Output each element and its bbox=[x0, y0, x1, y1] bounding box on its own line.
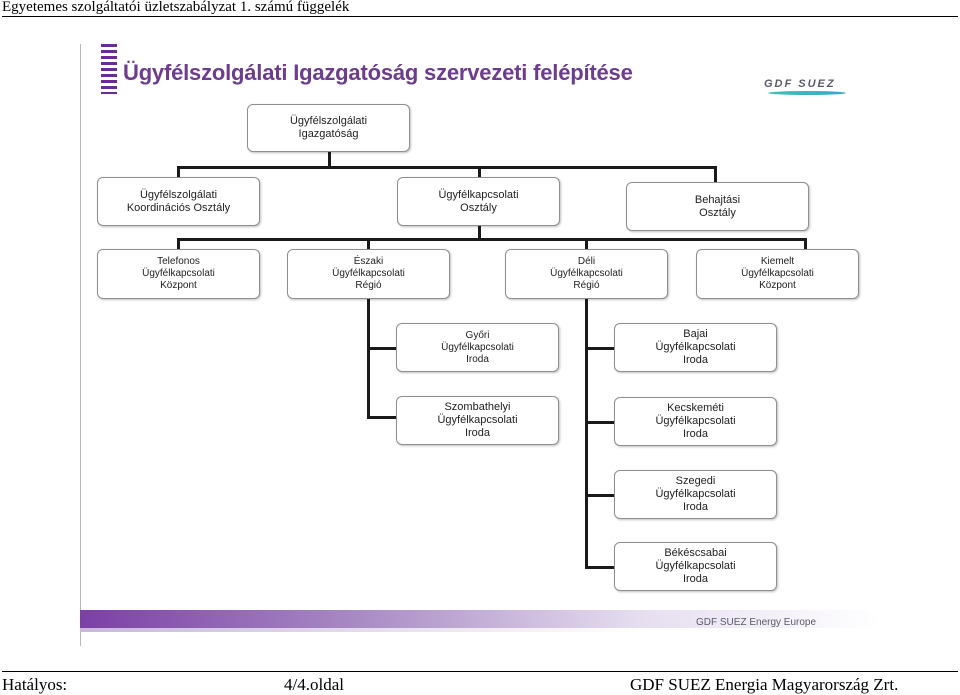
connector-south-vertical bbox=[585, 299, 588, 569]
connector-baja bbox=[585, 347, 615, 350]
org-box-root: Ügyfélszolgálati Igazgatóság bbox=[247, 104, 410, 152]
gdf-suez-logo: GDF SUEZ bbox=[758, 72, 868, 100]
logo-swoosh-icon bbox=[768, 91, 846, 95]
document-header-title: Egyetemes szolgáltatói üzletszabályzat 1… bbox=[2, 0, 350, 15]
org-box-contact-dept-label: Ügyfélkapcsolati Osztály bbox=[438, 188, 519, 214]
footer-valid-label: Hatályos: bbox=[2, 675, 68, 694]
org-box-gyor-label: Győri Ügyfélkapcsolati Iroda bbox=[441, 329, 514, 365]
org-box-gyor: Győri Ügyfélkapcsolati Iroda bbox=[396, 323, 559, 372]
org-box-coordination: Ügyfélszolgálati Koordinációs Osztály bbox=[97, 177, 260, 226]
org-box-bekescsaba: Békéscsabai Ügyfélkapcsolati Iroda bbox=[614, 542, 777, 591]
org-box-key-center-label: Kiemelt Ügyfélkapcsolati Központ bbox=[741, 256, 814, 291]
org-box-kecskemet: Kecskeméti Ügyfélkapcsolati Iroda bbox=[614, 397, 777, 446]
connector-szeged bbox=[585, 494, 615, 497]
org-box-south-region: Déli Ügyfélkapcsolati Régió bbox=[505, 249, 668, 299]
org-box-baja-label: Bajai Ügyfélkapcsolati Iroda bbox=[655, 328, 736, 366]
connector-root-down bbox=[328, 151, 331, 167]
org-box-south-region-label: Déli Ügyfélkapcsolati Régió bbox=[550, 256, 623, 291]
slide-title: Ügyfélszolgálati Igazgatóság szervezeti … bbox=[123, 60, 633, 85]
connector-north-region bbox=[367, 238, 370, 250]
org-box-root-label: Ügyfélszolgálati Igazgatóság bbox=[289, 115, 368, 140]
connector-contact-dept bbox=[478, 166, 481, 178]
org-box-szombathely: Szombathelyi Ügyfélkapcsolati Iroda bbox=[396, 396, 559, 445]
connector-level1-horizontal bbox=[177, 166, 717, 169]
org-box-key-center: Kiemelt Ügyfélkapcsolati Központ bbox=[696, 249, 859, 299]
org-chart-slide: Ügyfélszolgálati Igazgatóság szervezeti … bbox=[80, 44, 880, 646]
slide-left-rule bbox=[80, 44, 81, 646]
org-box-north-region-label: Északi Ügyfélkapcsolati Régió bbox=[332, 256, 405, 291]
connector-key-center bbox=[804, 238, 807, 250]
org-box-collection-dept: Behajtási Osztály bbox=[626, 182, 809, 231]
slide-footer-brand: GDF SUEZ Energy Europe bbox=[696, 617, 817, 628]
org-box-szeged: Szegedi Ügyfélkapcsolati Iroda bbox=[614, 470, 777, 519]
org-box-contact-dept: Ügyfélkapcsolati Osztály bbox=[397, 177, 560, 226]
document-header: Egyetemes szolgáltatói üzletszabályzat 1… bbox=[2, 0, 958, 17]
document-footer: Hatályos: 4/4.oldal GDF SUEZ Energia Mag… bbox=[2, 671, 958, 694]
logo-text: GDF SUEZ bbox=[764, 78, 836, 90]
slide-bottom-band bbox=[80, 610, 880, 628]
connector-level2-horizontal bbox=[177, 238, 807, 241]
org-box-phone-center: Telefonos Ügyfélkapcsolati Központ bbox=[97, 249, 260, 299]
org-box-baja: Bajai Ügyfélkapcsolati Iroda bbox=[614, 323, 777, 372]
connector-phone-center bbox=[177, 238, 180, 250]
org-box-coordination-label: Ügyfélszolgálati Koordinációs Osztály bbox=[126, 188, 231, 214]
connector-contact-dept-down bbox=[478, 226, 481, 240]
connector-bekescsaba bbox=[585, 566, 615, 569]
org-box-phone-center-label: Telefonos Ügyfélkapcsolati Központ bbox=[142, 256, 215, 291]
slide-accent-bar bbox=[101, 44, 117, 94]
org-box-north-region: Északi Ügyfélkapcsolati Régió bbox=[287, 249, 450, 299]
connector-coordination bbox=[177, 166, 180, 178]
org-box-bekescsaba-label: Békéscsabai Ügyfélkapcsolati Iroda bbox=[655, 547, 736, 585]
org-box-collection-dept-label: Behajtási Osztály bbox=[694, 193, 741, 219]
connector-south-region bbox=[585, 238, 588, 250]
org-box-kecskemet-label: Kecskeméti Ügyfélkapcsolati Iroda bbox=[655, 402, 736, 440]
footer-company: GDF SUEZ Energia Magyarország Zrt. bbox=[630, 675, 899, 694]
slide-bottom-band-secondary bbox=[80, 628, 880, 632]
connector-kecskemet bbox=[585, 421, 615, 424]
footer-page-number: 4/4.oldal bbox=[284, 675, 344, 694]
connector-gyor bbox=[367, 347, 397, 350]
org-box-szombathely-label: Szombathelyi Ügyfélkapcsolati Iroda bbox=[437, 401, 518, 439]
connector-north-vertical bbox=[367, 299, 370, 419]
connector-collection-dept bbox=[714, 166, 717, 182]
org-box-szeged-label: Szegedi Ügyfélkapcsolati Iroda bbox=[655, 475, 736, 513]
connector-szombathely bbox=[367, 416, 397, 419]
